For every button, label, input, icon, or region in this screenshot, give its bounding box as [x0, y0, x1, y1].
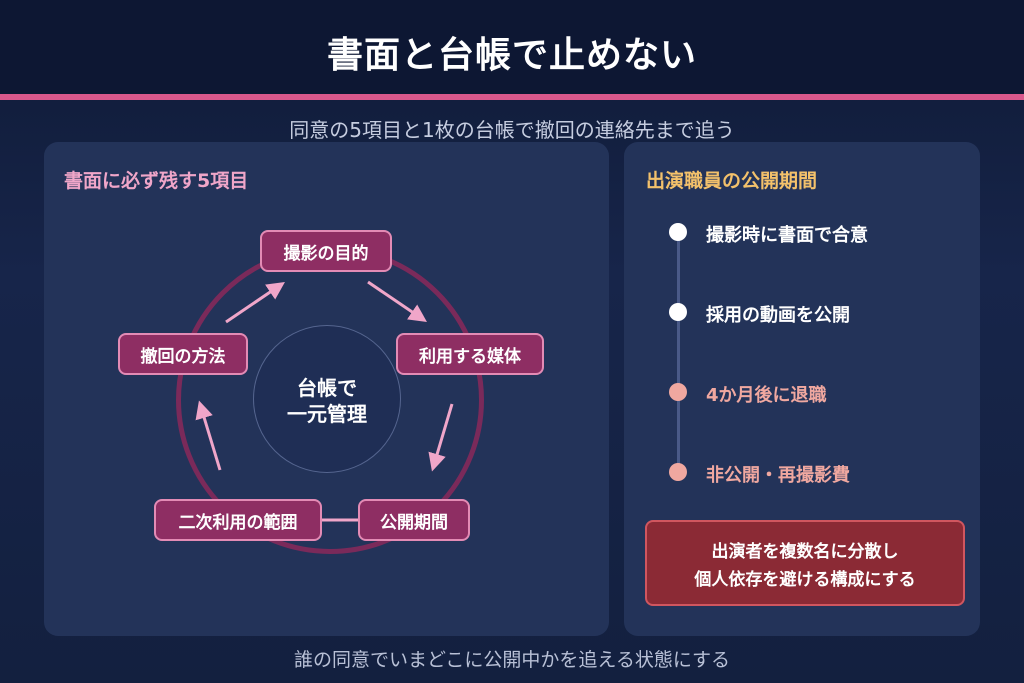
timeline-dot-alert: [669, 383, 687, 401]
recommendation-line2: 個人依存を避ける構成にする: [694, 570, 916, 590]
publication-period-heading: 出演職員の公開期間: [646, 170, 818, 192]
timeline-dot-done: [669, 223, 687, 241]
node-media: 利用する媒体: [396, 333, 544, 375]
arrow-purpose-to-media: [367, 280, 427, 323]
footer-note: 誰の同意でいまどこに公開中かを追える状態にする: [293, 649, 731, 671]
timeline-step: 採用の動画を公開: [706, 305, 850, 326]
page-subtitle: 同意の5項目と1枚の台帳で撤回の連絡先まで追う: [289, 118, 735, 142]
center-label-line2: 一元管理: [287, 402, 367, 426]
timeline-line: [677, 232, 680, 472]
timeline-step: 撮影時に書面で合意: [706, 225, 868, 246]
timeline-step: 非公開・再撮影費: [706, 465, 850, 486]
ledger-center-label: 台帳で 一元管理: [253, 375, 401, 427]
node-withdrawal: 撤回の方法: [118, 333, 248, 375]
arrow-secondary-to-withdrawal: [195, 400, 222, 471]
node-secondary-use: 二次利用の範囲: [154, 499, 322, 541]
ledger-center-circle: [253, 325, 401, 473]
recommendation-box: 出演者を複数名に分散し 個人依存を避ける構成にする: [645, 520, 965, 606]
timeline-step: 4か月後に退職: [706, 385, 827, 406]
page-title: 書面と台帳で止めない: [326, 35, 697, 76]
recommendation-line1: 出演者を複数名に分散し: [711, 542, 899, 562]
center-label-line1: 台帳で: [297, 376, 357, 400]
node-purpose: 撮影の目的: [260, 230, 392, 272]
header-bar: [0, 0, 1024, 94]
timeline-dot-done: [669, 303, 687, 321]
accent-divider: [0, 94, 1024, 100]
arrow-withdrawal-to-purpose: [225, 281, 285, 324]
node-period: 公開期間: [358, 499, 470, 541]
arrow-media-to-period: [428, 403, 454, 472]
consent-items-heading: 書面に必ず残す5項目: [64, 170, 249, 192]
timeline-dot-alert: [669, 463, 687, 481]
